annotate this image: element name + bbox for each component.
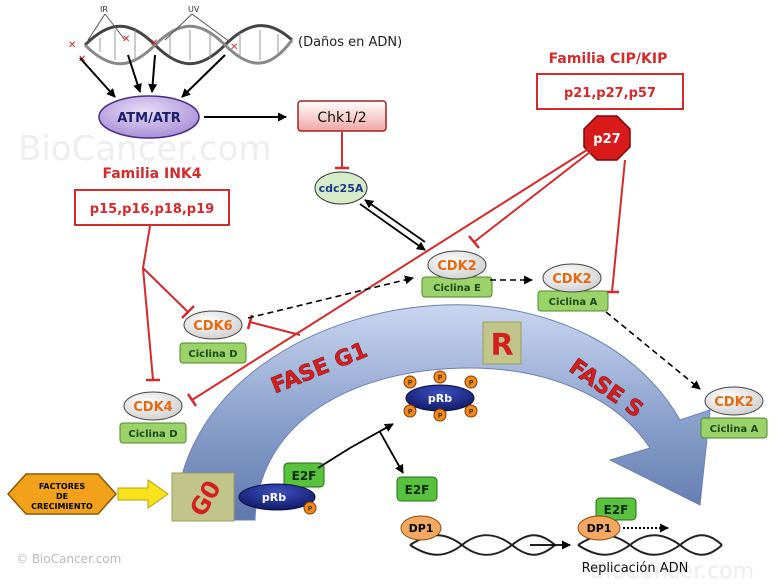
growth-factors-arrow [117, 479, 169, 509]
cdk6-label: CDK6 [193, 319, 232, 334]
e2f-free-label: E2F [405, 483, 430, 497]
dp1-left-label: DP1 [409, 522, 434, 535]
growth-factors-line1: FACTORES [39, 482, 85, 491]
p27-stop-node [583, 115, 631, 161]
dp1-right-label: DP1 [587, 522, 612, 535]
cdk4-cyclin-d-complex [119, 391, 187, 444]
chk-label: Chk1/2 [317, 110, 366, 126]
damage-x-1: ✕ [68, 40, 76, 51]
ink4-title: Familia INK4 [102, 166, 201, 182]
cyclin-a-label: Ciclina A [549, 297, 598, 308]
cell-cycle-arrow [174, 304, 711, 521]
phospho-3: P [469, 379, 473, 387]
phospho-4: P [408, 408, 412, 416]
r-label: R [490, 328, 513, 363]
cip-kip-box [536, 73, 684, 110]
prb-bound-label: pRb [262, 491, 286, 504]
chk-node [297, 100, 387, 132]
growth-factors-node [6, 473, 118, 515]
cdk2-cyclin-a-s-complex [700, 386, 768, 439]
dna-helix-top [83, 24, 294, 66]
phospho-2: P [438, 374, 442, 382]
ink4-members: p15,p16,p18,p19 [90, 202, 214, 217]
damage-x-5: ✕ [230, 42, 238, 53]
phospho-bound: P [308, 505, 312, 513]
cdc25a-label: cdc25A [319, 182, 364, 195]
e2f-right-label: E2F [604, 503, 629, 517]
e2f-right-node [595, 497, 637, 521]
phospho-1: P [408, 379, 412, 387]
r-box [482, 321, 522, 365]
cdk2-cyclin-a-complex [537, 263, 609, 312]
growth-factors-line3: CRECIMIENTO [31, 502, 93, 511]
cyclin-a-s-label: Ciclina A [710, 424, 759, 435]
cip-kip-members: p21,p27,p57 [564, 86, 656, 101]
cdk2-cyclin-e-complex [421, 250, 493, 298]
cip-kip-title: Familia CIP/KIP [549, 51, 668, 67]
cdk2-a-label: CDK2 [552, 272, 591, 287]
dna-damage-caption: (Daños en ADN) [298, 35, 402, 50]
damage-x-3: ✕ [122, 34, 130, 45]
dp1-right-node [577, 515, 621, 541]
prb-e2f-label: E2F [292, 469, 317, 483]
uv-label: UV [188, 5, 200, 14]
ink4-box [74, 189, 230, 226]
cdk4-label: CDK4 [133, 400, 172, 415]
cdk2-e-label: CDK2 [437, 259, 476, 274]
dp1-left-node [400, 515, 442, 541]
damage-x-4: ✕ [150, 38, 158, 49]
cyclin-e-label: Ciclina E [433, 283, 481, 294]
e2f-free-node [396, 476, 438, 502]
prb-phos-label: pRb [428, 392, 452, 405]
p27-label: p27 [593, 132, 620, 147]
phospho-5: P [438, 412, 442, 420]
prb-e2f-complex [238, 462, 325, 515]
cdc25a-node [314, 171, 368, 205]
replication-label: Replicación ADN [582, 561, 689, 576]
cdk6-cyclin-d-complex [179, 310, 247, 364]
watermark-bottom-left: © BioCancer.com [16, 552, 121, 566]
cdk2-a-s-label: CDK2 [714, 395, 753, 410]
cyclin-d-4-label: Ciclina D [128, 429, 177, 440]
phospho-6: P [469, 408, 473, 416]
cyclin-d-6-label: Ciclina D [188, 349, 237, 360]
ir-label: IR [100, 5, 108, 14]
atm-atr-node [98, 95, 200, 139]
prb-phosphorylated [403, 370, 478, 422]
g0-box [171, 472, 235, 522]
growth-factors-line2: DE [56, 492, 68, 501]
atm-atr-label: ATM/ATR [117, 111, 181, 126]
